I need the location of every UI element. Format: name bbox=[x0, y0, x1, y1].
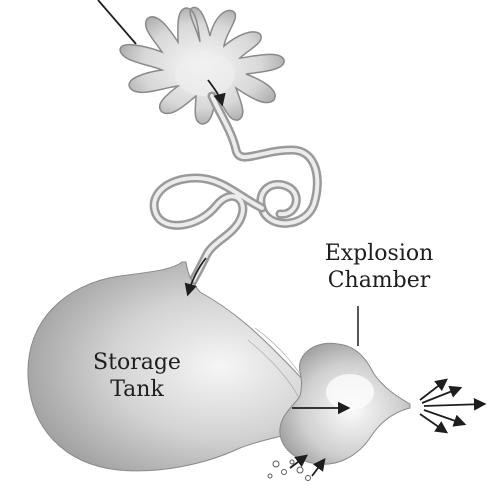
storage-tank-label: Storage Tank bbox=[72, 349, 202, 403]
explosion-chamber-label-line2: Chamber bbox=[317, 267, 441, 294]
explosion-chamber-label-line1: Explosion bbox=[317, 240, 441, 267]
pointer-line bbox=[98, 0, 136, 44]
arrow-spray-2 bbox=[422, 388, 460, 403]
explosion-chamber-label: Explosion Chamber bbox=[317, 240, 441, 294]
storage-tank-label-line2: Tank bbox=[72, 376, 202, 403]
reaction-bubbles bbox=[268, 460, 311, 481]
explosion-chamber bbox=[280, 343, 410, 464]
secretory-gland bbox=[120, 7, 284, 124]
arrow-spray-1 bbox=[420, 380, 446, 400]
arrow-spray-3 bbox=[424, 404, 484, 406]
coiled-duct bbox=[154, 96, 317, 286]
storage-tank-label-line1: Storage bbox=[72, 349, 202, 376]
